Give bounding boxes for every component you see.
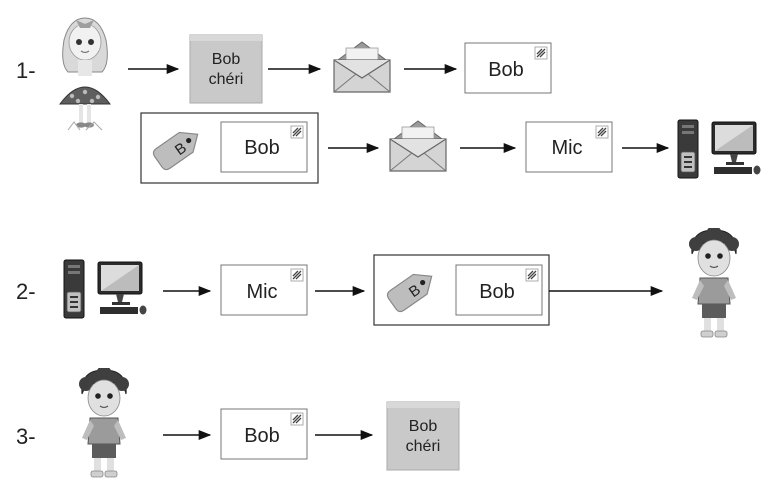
luggage-tag-icon: B xyxy=(150,123,206,173)
letter-card: Bob xyxy=(220,408,308,460)
row-2-number: 2- xyxy=(16,279,36,304)
row-3-number: 3- xyxy=(16,424,36,449)
row-1-number: 1- xyxy=(16,58,36,83)
desktop-computer-icon xyxy=(677,119,761,179)
letter-card-label: Bob xyxy=(244,425,280,447)
letter-card-label: Bob xyxy=(488,59,524,81)
letter-card-label: Mic xyxy=(246,281,277,303)
boy-character-icon xyxy=(78,368,130,478)
boy-character-icon xyxy=(688,228,740,338)
note-text-line-1: Bob xyxy=(212,51,241,68)
letter-card-label: Bob xyxy=(244,137,280,159)
envelope-icon xyxy=(389,120,447,172)
desktop-computer-icon xyxy=(63,259,147,319)
sticky-note-icon: Bob chéri xyxy=(189,34,263,104)
note-text-line-2: chéri xyxy=(209,71,244,88)
letter-card: Bob xyxy=(455,264,543,316)
girl-character-icon xyxy=(59,17,111,131)
luggage-tag-icon: B xyxy=(384,265,440,315)
letter-card-label: Bob xyxy=(479,281,515,303)
envelope-icon xyxy=(333,41,391,93)
note-text-line-2: chéri xyxy=(406,438,441,455)
letter-card-label: Mic xyxy=(551,137,582,159)
letter-card: Bob xyxy=(464,42,552,94)
note-text-line-1: Bob xyxy=(409,418,438,435)
letter-card: Mic xyxy=(525,121,613,173)
letter-card: Mic xyxy=(220,264,308,316)
sticky-note-icon: Bob chéri xyxy=(386,401,460,471)
letter-card: Bob xyxy=(220,121,308,173)
